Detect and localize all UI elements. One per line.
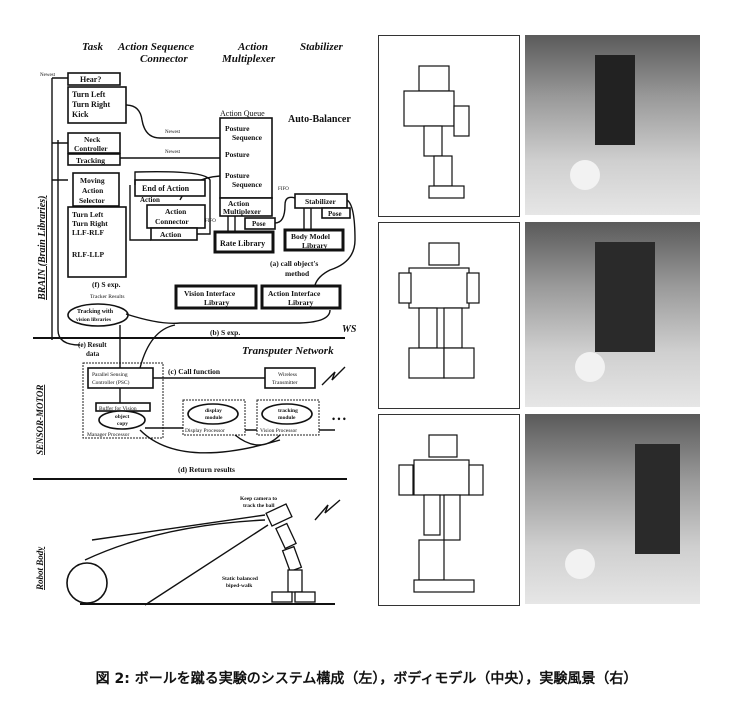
body-model-2: Library — [302, 241, 328, 250]
action-small-label: Action — [140, 196, 160, 204]
static-walk-2: biped-walk — [226, 583, 253, 589]
action-queue-label: Action Queue — [220, 109, 265, 118]
experiment-photo-1 — [525, 35, 700, 215]
manager-label: Manager Processor — [87, 432, 129, 438]
call-function: (c) Call function — [168, 367, 221, 376]
moving-label: Moving — [80, 176, 105, 185]
f-s-exp: (f) S exp. — [92, 280, 121, 289]
display-proc: Display Processor — [185, 428, 225, 434]
wireless-signal-icon-2 — [314, 499, 341, 521]
body-model-image-3 — [378, 414, 520, 606]
vision-proc: Vision Processor — [260, 428, 297, 434]
fifo-2: FIFO — [278, 187, 289, 192]
end-of-action-label: End of Action — [142, 184, 190, 193]
body-model-image-2 — [378, 222, 520, 409]
stabilizer-label: Stabilizer — [305, 197, 336, 206]
vision-lib-2: Library — [204, 298, 230, 307]
posture-seq-1b: Sequence — [232, 133, 263, 142]
brain-label: BRAIN (Brain Libraries) — [37, 196, 48, 301]
newest-3: Newest — [40, 73, 56, 78]
mux-1: Action — [228, 199, 250, 208]
action-lib-2: Library — [288, 298, 314, 307]
transputer-label: Transputer Network — [242, 345, 334, 357]
object-copy-1: object — [115, 414, 130, 420]
pose-1: Pose — [252, 220, 266, 228]
wireless-1: Wireless — [278, 372, 297, 378]
static-walk-1: Static balanced — [222, 576, 258, 582]
tracker-results: Tracker Results — [90, 294, 124, 300]
turn-left-label: Turn Left — [72, 90, 106, 99]
robot-body-label: Robot Body — [35, 546, 45, 591]
tv-1: Tracking with — [77, 309, 114, 315]
buffer-label: Buffer for Vision — [99, 405, 137, 412]
mux-2: Multiplexer — [223, 207, 262, 216]
system-architecture-diagram: Task Action Sequence Connector Action Mu… — [33, 41, 357, 606]
turn-right-label: Turn Right — [72, 100, 111, 109]
keep-camera-2: track the ball — [243, 503, 275, 509]
call-method-2: method — [285, 269, 310, 278]
wireless-signal-icon — [321, 366, 346, 386]
ac-2: Connector — [155, 217, 189, 226]
col-asc-1: Action Sequence — [117, 41, 194, 53]
col-am-2: Multiplexer — [221, 53, 276, 65]
b-s-exp: (b) S exp. — [210, 328, 240, 337]
rlf-llp-label: RLF-LLP — [72, 250, 105, 259]
auto-balancer-label: Auto-Balancer — [288, 114, 351, 125]
result-data-1: (e) Result — [78, 341, 107, 349]
newest-2: Newest — [165, 150, 181, 155]
rate-library-label: Rate Library — [220, 239, 265, 248]
vision-lib-1: Vision Interface — [184, 289, 236, 298]
wireless-2: Transmitter — [272, 380, 298, 386]
tv-2: vision libraries — [76, 317, 111, 323]
controller-label: Controller — [74, 144, 108, 153]
col-task: Task — [82, 41, 103, 53]
body-model-1: Body Model — [291, 232, 330, 241]
ellipsis: • • • — [332, 414, 346, 424]
newest-1: Newest — [165, 130, 181, 135]
ball — [66, 562, 108, 604]
tracking-module-1: tracking — [278, 408, 298, 414]
figure-caption: 図 2: ボールを蹴る実験のシステム構成（左），ボディモデル（中央），実験風景（… — [95, 671, 638, 687]
action-box-label: Action — [160, 230, 182, 239]
hear-box — [67, 72, 121, 86]
llf-rlf-label: LLF-RLF — [72, 228, 105, 237]
pose-2: Pose — [328, 210, 342, 218]
col-stabilizer: Stabilizer — [300, 41, 344, 53]
neck-label: Neck — [84, 135, 101, 144]
return-results: (d) Return results — [178, 465, 235, 474]
col-am-1: Action — [237, 41, 268, 53]
tracking-label: Tracking — [76, 156, 105, 165]
posture-seq-1: Posture — [225, 124, 250, 133]
call-method-1: (a) call object's — [270, 259, 318, 268]
turn-left-2: Turn Left — [72, 210, 104, 219]
body-model-image-1 — [378, 35, 520, 217]
turn-right-2: Turn Right — [72, 219, 108, 228]
display-module-2: module — [205, 415, 223, 421]
action-label: Action — [82, 186, 104, 195]
action-lib-1: Action Interface — [268, 289, 321, 298]
posture-label: Posture — [225, 150, 250, 159]
result-data-2: data — [86, 350, 100, 358]
experiment-photo-2 — [525, 222, 700, 407]
tracking-module-2: module — [278, 415, 296, 421]
psc-1: Parallel Sensing — [92, 372, 128, 378]
sensor-motor-label: SENSOR-MOTOR — [35, 385, 45, 455]
posture-seq-2: Posture — [225, 171, 250, 180]
robot-side-view — [265, 503, 316, 603]
hear-label: Hear? — [80, 75, 101, 84]
experiment-photo-3 — [525, 414, 700, 604]
selector-label: Selector — [79, 196, 105, 205]
posture-seq-2b: Sequence — [232, 180, 263, 189]
kick-label: Kick — [72, 110, 89, 119]
col-asc-2: Connector — [140, 53, 188, 65]
display-module-1: display — [205, 408, 222, 414]
object-copy-2: copy — [117, 421, 128, 427]
ac-1: Action — [165, 207, 187, 216]
keep-camera-1: Keep camera to — [240, 496, 277, 502]
psc-2: Controller (PSC) — [92, 379, 130, 386]
ws-label: WS — [342, 324, 357, 335]
